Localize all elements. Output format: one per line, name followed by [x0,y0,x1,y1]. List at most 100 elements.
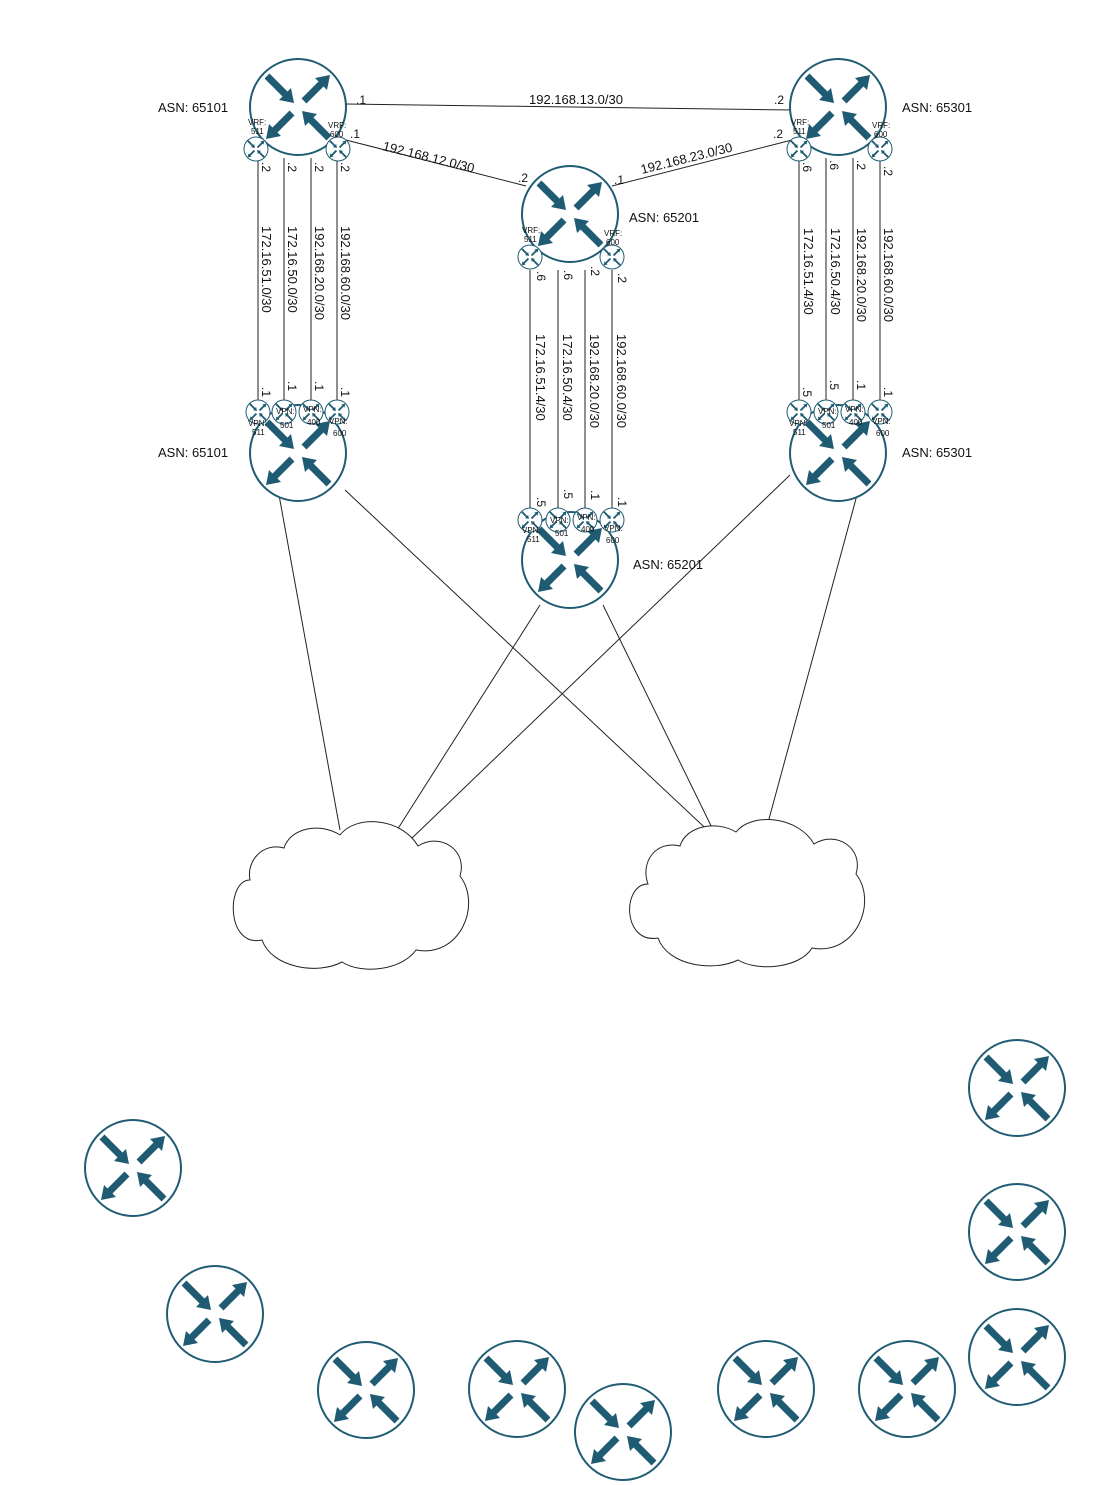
svg-text:.2: .2 [615,273,629,283]
svg-text:VRF:: VRF: [522,226,540,235]
asn-label: ASN: 65101 [158,100,228,115]
svg-text:.5: .5 [534,497,548,507]
svg-text:.1: .1 [854,380,868,390]
svg-text:.2: .2 [285,162,299,172]
svg-text:.1: .1 [615,497,629,507]
svg-text:.1: .1 [259,387,273,397]
svg-text:.2: .2 [881,166,895,176]
svg-text:192.168.20.0/30: 192.168.20.0/30 [587,334,602,428]
svg-text:VPN:: VPN: [604,524,623,533]
svg-text:VPN:: VPN: [276,407,295,416]
svg-text:VRF:: VRF: [872,121,890,130]
svg-text:501: 501 [280,421,294,430]
links [257,103,881,841]
svg-text:192.168.60.0/30: 192.168.60.0/30 [338,226,353,320]
svg-text:511: 511 [524,235,537,244]
svg-text:172.16.50.4/30: 172.16.50.4/30 [828,228,843,315]
router-icon [718,1341,814,1437]
svg-text:VPN:: VPN: [248,419,267,428]
svg-text:VRF:: VRF: [328,121,346,130]
octet-label: .1 [614,173,624,187]
svg-text:VPN:: VPN: [818,407,837,416]
svg-text:600: 600 [876,429,890,438]
svg-text:511: 511 [793,127,806,136]
vertical-octet-labels: .2 .2 .2 .2 .1 .1 .1 .1 .6 .6 .2 .2 .5 .… [259,160,895,507]
svg-text:600: 600 [606,536,620,545]
subnet-label-r1-r3: 192.168.13.0/30 [529,92,623,107]
svg-text:VRF:: VRF: [604,229,622,238]
asn-label: ASN: 65301 [902,100,972,115]
svg-text:172.16.51.4/30: 172.16.51.4/30 [801,228,816,315]
svg-text:.2: .2 [338,162,352,172]
svg-text:511: 511 [527,535,540,544]
router-icon [969,1309,1065,1405]
svg-text:172.16.51.0/30: 172.16.51.0/30 [259,226,274,313]
svg-text:.2: .2 [854,160,868,170]
svg-text:VPN:: VPN: [845,405,864,414]
svg-text:.2: .2 [588,266,602,276]
asn-label: ASN: 65101 [158,445,228,460]
svg-text:.1: .1 [312,381,326,391]
svg-text:.1: .1 [881,387,895,397]
svg-text:400: 400 [849,418,863,427]
svg-text:.1: .1 [588,490,602,500]
asn-label: ASN: 65301 [902,445,972,460]
octet-label: .2 [773,127,783,141]
svg-text:.2: .2 [312,162,326,172]
svg-text:511: 511 [251,127,264,136]
asn-label: ASN: 65201 [629,210,699,225]
svg-text:.5: .5 [800,387,814,397]
svg-text:VPN:: VPN: [522,526,541,535]
svg-text:192.168.20.0/30: 192.168.20.0/30 [854,228,869,322]
octet-label: .2 [518,171,528,185]
router-icon [859,1341,955,1437]
svg-text:400: 400 [581,525,595,534]
svg-text:400: 400 [307,418,321,427]
router-icon [318,1342,414,1438]
svg-text:VPN:: VPN: [550,516,569,525]
svg-text:172.16.50.0/30: 172.16.50.0/30 [285,226,300,313]
svg-text:172.16.51.4/30: 172.16.51.4/30 [533,334,548,421]
router-icon [969,1184,1065,1280]
subnet-label-r1-r2: 192.168.12.0/30 [381,138,476,175]
asn-label: ASN: 65201 [633,557,703,572]
svg-text:172.16.50.4/30: 172.16.50.4/30 [560,334,575,421]
svg-text:VPN:: VPN: [789,419,808,428]
svg-text:600: 600 [333,429,347,438]
router-icon [969,1040,1065,1136]
vpn-labels: VPN:511 VPN:501 VPN:400 VPN:600 VPN:511 … [248,405,891,545]
svg-text:.1: .1 [338,387,352,397]
octet-label: .2 [774,93,784,107]
router-icon [469,1341,565,1437]
svg-text:.6: .6 [561,270,575,280]
svg-text:600: 600 [330,130,344,139]
octet-label: .1 [356,93,366,107]
svg-text:.5: .5 [827,380,841,390]
svg-text:600: 600 [606,238,620,247]
svg-text:VPN:: VPN: [329,417,348,426]
svg-text:192.168.60.0/30: 192.168.60.0/30 [881,228,896,322]
cloud-icon-right [629,819,866,968]
router-icon [575,1384,671,1480]
svg-text:501: 501 [822,421,836,430]
svg-text:.6: .6 [800,162,814,172]
svg-text:VRF:: VRF: [791,118,809,127]
octet-label: .1 [350,127,360,141]
router-icon [167,1266,263,1362]
svg-text:.1: .1 [285,381,299,391]
svg-text:VPN:: VPN: [303,405,322,414]
svg-text:.5: .5 [561,489,575,499]
svg-text:.6: .6 [534,271,548,281]
svg-text:192.168.60.0/30: 192.168.60.0/30 [614,334,629,428]
svg-text:.2: .2 [259,162,273,172]
svg-text:192.168.20.0/30: 192.168.20.0/30 [312,226,327,320]
spare-routers [85,1040,1065,1480]
svg-text:511: 511 [252,428,265,437]
svg-text:VPN:: VPN: [577,513,596,522]
svg-text:.6: .6 [827,160,841,170]
cloud-icon-left [232,821,470,970]
svg-text:501: 501 [555,529,569,538]
svg-text:511: 511 [793,428,806,437]
svg-text:600: 600 [874,130,888,139]
